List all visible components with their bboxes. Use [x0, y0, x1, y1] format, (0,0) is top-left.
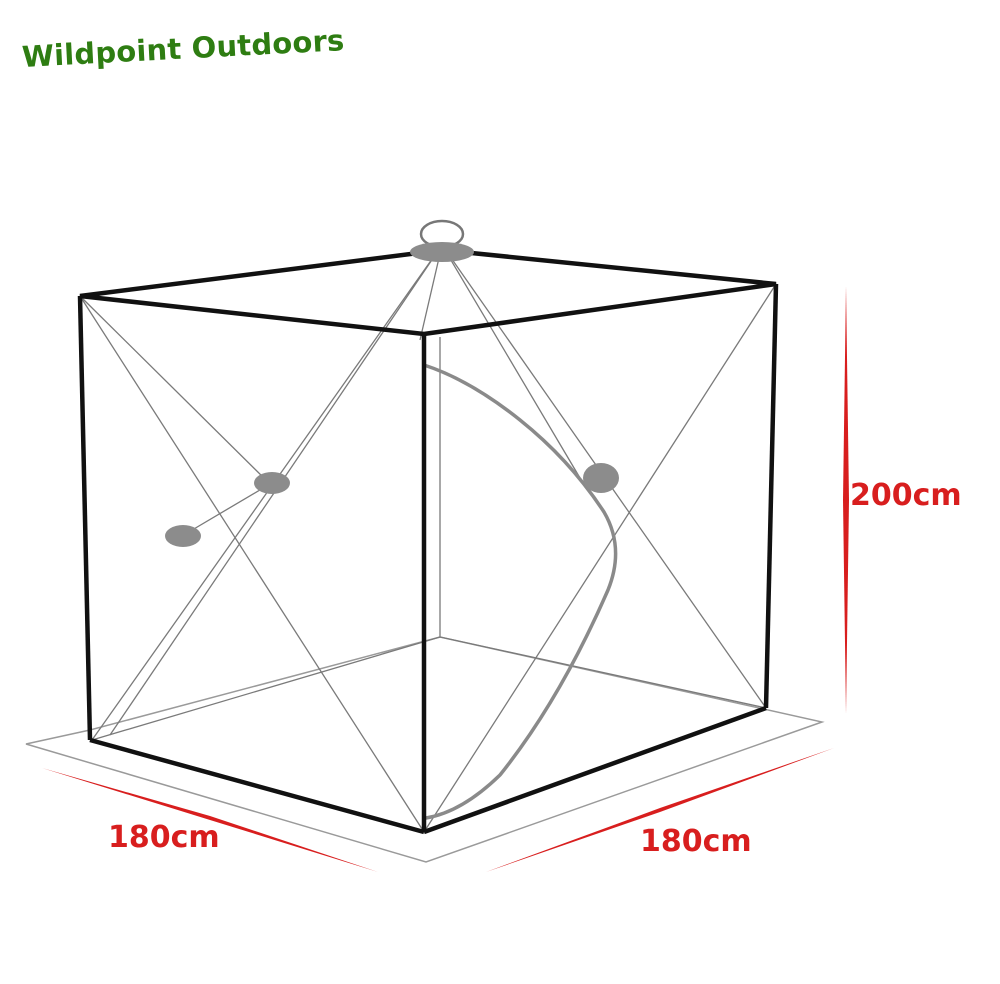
side-hook-left-outer [165, 525, 201, 547]
dimension-markers [42, 286, 849, 872]
width-left-label: 180cm [108, 820, 220, 855]
width-right-label: 180cm [640, 824, 752, 859]
height-label: 200cm [850, 478, 962, 513]
left-width-dimension-line [42, 768, 378, 872]
net-frame [77, 247, 779, 835]
door-opening [422, 363, 618, 820]
side-hook-right [583, 463, 619, 493]
apex-hook [410, 242, 474, 262]
right-width-dimension-line [486, 748, 834, 872]
ground-mat [25, 636, 825, 863]
height-dimension-line [843, 286, 849, 714]
side-hook-left-inner [254, 472, 290, 494]
